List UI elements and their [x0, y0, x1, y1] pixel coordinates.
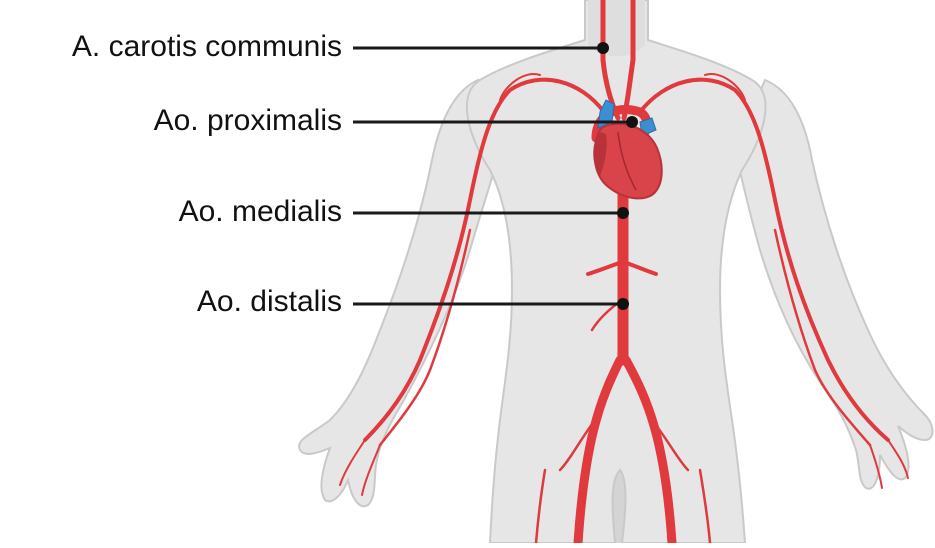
label-aorta-distalis: Ao. distalis — [197, 285, 342, 319]
marker-carotis — [597, 42, 609, 54]
marker-proximal — [626, 116, 638, 128]
marker-medial — [617, 207, 629, 219]
marker-distal — [617, 298, 629, 310]
right-arm — [735, 80, 933, 489]
body-silhouette — [299, 0, 932, 543]
label-carotis-communis: A. carotis communis — [72, 30, 342, 64]
label-aorta-proximalis: Ao. proximalis — [154, 104, 342, 138]
leg-split — [613, 470, 626, 543]
label-aorta-medialis: Ao. medialis — [179, 195, 342, 229]
